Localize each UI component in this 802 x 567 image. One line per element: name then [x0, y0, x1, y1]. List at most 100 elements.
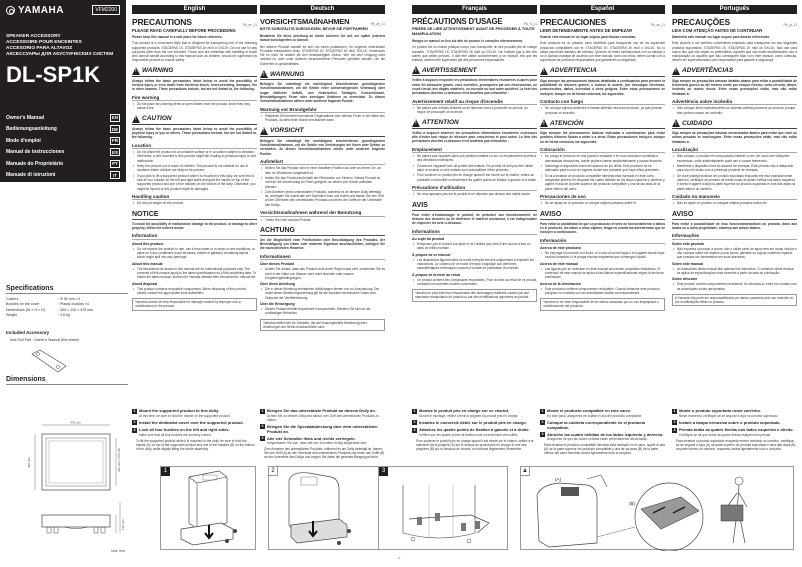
- language-badge: FR: [110, 136, 120, 145]
- step-subtext: Neste momento, certifique-se de segurar …: [679, 413, 779, 418]
- step-number: 2: [132, 420, 137, 425]
- accessory-line-fr: ACCESSOIRE POUR ENCEINTES: [6, 40, 82, 45]
- warning-text: Siga siempre las precauciones básicas de…: [540, 78, 665, 96]
- intro-paragraph: Bei diesem Produkt handelt es sich um ei…: [260, 44, 385, 66]
- accessory-line-es: ACCESORIO PARA ALTAVOZ: [6, 46, 73, 51]
- tuning-fork-logo-icon: [6, 6, 15, 15]
- precautions-title: PRÉCAUTIONS D'USAGE: [412, 17, 503, 26]
- precautions-subtitle: BITTE SORGFÄLTIG DURCHLESEN, BEVOR SIE F…: [260, 27, 368, 31]
- caution-text: Befolgen Sie unbedingt die nachfolgend b…: [260, 138, 385, 156]
- info-item: No exponga el producto a la lluvia, ni l…: [540, 251, 665, 260]
- step-text: Monte o produto suportado neste carrinho…: [679, 408, 761, 413]
- lifting-note: Para levantar o produto suportado enquan…: [676, 438, 796, 451]
- warning-heading: ADVERTENCIA: [540, 66, 665, 77]
- caution-label: VORSICHT: [270, 127, 304, 135]
- step-text: Abroche las cuatro hebillas de los lados…: [547, 431, 664, 437]
- warning-triangle-icon: [132, 66, 140, 75]
- warning-text: Always follow the basic precautions list…: [132, 78, 257, 92]
- spec-value: : Plastic buckles ×4: [58, 302, 89, 307]
- step-text: Bringen Sie die Spezialabdeckung über de…: [267, 423, 378, 434]
- speaker-mounting-illustration: [180, 470, 237, 546]
- info-item: The illustrations as shown in this manua…: [132, 267, 257, 280]
- accessory-line-en: SPEAKER ACCESSORY: [6, 34, 61, 39]
- precautions-subtitle: LEER DETENIDAMENTE ANTES DE EMPEZAR: [540, 28, 633, 33]
- lifting-person-icon: ♟: [521, 467, 530, 476]
- notice-heading: NOTICE: [132, 211, 257, 220]
- step-text: Monte el producto compatible en este car…: [547, 408, 632, 413]
- location-item: Pour soulever un produit pris en charge …: [412, 173, 537, 182]
- info-subheading: Über die Entsorgung: [260, 301, 295, 306]
- location-item: Ne placez pas l'appareil dans une positi…: [412, 154, 537, 163]
- caution-heading: VORSICHT: [260, 126, 385, 137]
- step-number: 2: [260, 424, 265, 429]
- warning-heading: ADVERTÊNCIAS: [672, 66, 797, 77]
- language-header: Français: [412, 5, 537, 14]
- caution-label: CAUTION: [142, 115, 172, 123]
- info-subheading: Acerca de este producto: [540, 246, 581, 251]
- step-subtext: Certifique-se de que todas as quatro fiv…: [679, 432, 771, 437]
- language-header: Español: [540, 5, 665, 14]
- keep-manual-text: Bewahren Sie diese Anleitung an einem si…: [260, 34, 385, 43]
- step-number: 1: [672, 408, 677, 414]
- warning-label: ADVERTÊNCIAS: [682, 67, 734, 75]
- disclaimer-box: Yamaha ne peut être tenu responsable des…: [412, 289, 537, 302]
- spec-row: Weight: 3.6 kg: [6, 313, 128, 318]
- reference-code: PA_es_11: [650, 23, 665, 27]
- step-text: Install the dedicated cover over the sup…: [139, 419, 244, 425]
- fire-warning-item: Ne placez pas d'objets brûlants ou de fl…: [412, 106, 537, 115]
- warning-label: AVERTISSEMENT: [422, 66, 477, 74]
- spec-row: Dimensions (W × H × D): 390 × 130 × 475 …: [6, 308, 128, 313]
- caution-text: Always follow the basic precautions list…: [132, 126, 257, 140]
- caution-triangle-icon: [540, 119, 548, 128]
- info-subheading: Acerca de la eliminación: [540, 281, 581, 286]
- intro-paragraph: Este produto é um carrinho conveniente p…: [672, 41, 797, 63]
- info-subheading: Au sujet du produit: [412, 237, 445, 242]
- warning-text: Siga sempre as precauções básicas listad…: [672, 78, 797, 96]
- caution-triangle-icon: [412, 118, 420, 127]
- notice-text: Um die Möglichkeit einer Fehlfunktion od…: [260, 237, 385, 251]
- info-subheading: Sobre descarte: [672, 277, 698, 282]
- lifting-note: Pour soulever le produit pris en charge …: [416, 438, 534, 451]
- step-subtext: Achten Sie zu diesem Zeitpunkt darauf, d…: [267, 413, 379, 422]
- fire-warning-item: Platzieren Sie keinerlei brennende Gegen…: [260, 114, 385, 123]
- svg-text:475 mm: 475 mm: [70, 421, 81, 425]
- location-item: If you plan to lift a supported product …: [132, 174, 257, 191]
- location-item: Keep the product out of reach of childre…: [132, 164, 257, 173]
- step-text: Mount the supported product to this doll…: [139, 408, 220, 413]
- info-item: N'exposez pas le produit à la pluie et n…: [412, 242, 537, 251]
- warning-text: Befolgen Sie unbedingt die nachfolgend b…: [260, 82, 385, 104]
- unit-label: Unit: mm: [111, 549, 125, 553]
- spec-value: : 3.6 kg: [58, 312, 70, 317]
- language-badge: IT: [110, 171, 120, 180]
- brand-name: YAMAHA: [18, 5, 64, 16]
- spec-value: : Φ 50 mm ×4: [58, 297, 80, 301]
- step-subtext: Durant le montage, veillez à tenir la po…: [419, 413, 519, 418]
- info-subheading: Sobre este manual: [672, 261, 704, 266]
- info-subheading: Acerca de este manual: [540, 261, 578, 266]
- language-badge: ES: [110, 148, 120, 157]
- language-badge: DE: [110, 125, 120, 134]
- reference-code: PA_pt_11: [783, 23, 797, 27]
- buckle-locking-illustration: [402, 485, 490, 544]
- location-item: Conservez l'appareil hors de portée des …: [412, 164, 537, 173]
- step-number: 3: [132, 427, 137, 433]
